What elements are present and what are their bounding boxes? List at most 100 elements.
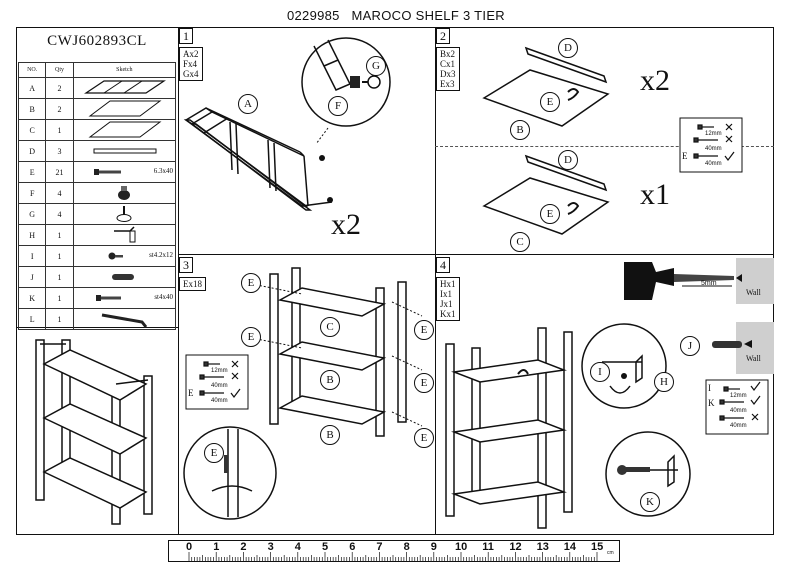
step4-label-i: I <box>590 362 610 382</box>
step3-dim-12: 12mm <box>211 368 228 374</box>
step3-hint-label: E <box>188 388 194 398</box>
step2-label-d-bottom: D <box>558 150 578 170</box>
step3-shelf-drawing <box>251 267 423 437</box>
ruler-ticks <box>188 552 598 561</box>
step4-screw-callout <box>605 431 691 517</box>
step4-part: Kx1 <box>440 309 456 319</box>
step3-label-b2: B <box>320 425 340 445</box>
step3-label-e3: E <box>414 320 434 340</box>
ruler-number: 8 <box>403 541 410 553</box>
step1-label-g: G <box>366 56 386 76</box>
divider-left <box>178 27 179 535</box>
step4-label-k: K <box>640 492 660 512</box>
divider-horizontal <box>178 254 774 255</box>
part-qty: 2 <box>45 77 74 99</box>
leveler-icon <box>116 206 132 222</box>
step4-label-h: H <box>654 372 674 392</box>
step3-label-e4: E <box>414 373 434 393</box>
long-screw-icon <box>95 295 121 301</box>
ruler-number: 9 <box>430 541 437 553</box>
step1-label-f: F <box>328 96 348 116</box>
step3-number: 3 <box>179 257 193 273</box>
wall-plug-insert <box>712 340 752 348</box>
part-qty: 2 <box>45 98 74 120</box>
ruler-number: 6 <box>349 541 356 553</box>
step4-label-j: J <box>680 336 700 356</box>
part-sketch <box>72 266 177 288</box>
step4-bracket-callout <box>581 323 667 409</box>
document-title: 0229985 MAROCO SHELF 3 TIER <box>286 8 505 23</box>
screw-icon <box>93 169 121 175</box>
assembled-shelf-preview <box>35 339 153 525</box>
step3-dim-40b: 40mm <box>211 398 228 404</box>
part-no: G <box>17 203 47 225</box>
step4-screw-hint <box>705 379 769 435</box>
step2-label-b: B <box>510 120 530 140</box>
ruler-number: 3 <box>267 541 274 553</box>
step3-label-e1: E <box>241 273 261 293</box>
part-no: I <box>17 245 47 267</box>
divider-middle <box>435 27 436 535</box>
part-sketch <box>72 77 177 99</box>
part-no: K <box>17 287 47 309</box>
part-sketch <box>72 140 177 162</box>
ruler-number: 4 <box>294 541 301 553</box>
part-qty: 21 <box>45 161 74 183</box>
sketch-shelf-c <box>88 121 162 138</box>
step4-part: Ix1 <box>440 289 452 299</box>
step1-parts: Ax2 Fx4 Gx4 <box>179 47 203 81</box>
ruler-number: 7 <box>376 541 383 553</box>
step1-detail-callout <box>301 37 391 145</box>
part-no: B <box>17 98 47 120</box>
step2-part: Dx3 <box>440 69 456 79</box>
step2-parts: Bx2 Cx1 Dx3 Ex3 <box>436 47 460 91</box>
step2-number: 2 <box>436 28 450 44</box>
measurement-ruler <box>168 540 620 562</box>
ruler-unit: cm <box>607 550 614 556</box>
part-qty: 1 <box>45 224 74 246</box>
part-qty: 1 <box>45 308 74 330</box>
step2-dim-12: 12mm <box>705 131 722 137</box>
step4-number: 4 <box>436 257 450 273</box>
model-code: CWJ602893CL <box>47 33 147 49</box>
bracket-icon <box>113 226 136 243</box>
step4-hint-label-k: K <box>708 398 715 408</box>
wall-plug-icon <box>111 274 134 280</box>
part-no: H <box>17 224 47 246</box>
part-no: L <box>17 308 47 330</box>
step1-frame-drawing <box>183 107 333 211</box>
part-sketch <box>72 119 177 141</box>
part-sketch <box>72 98 177 120</box>
step2-part: Bx2 <box>440 49 456 59</box>
step3-label-e5: E <box>414 428 434 448</box>
part-no: F <box>17 182 47 204</box>
step1-part: Fx4 <box>183 59 198 69</box>
part-qty: 3 <box>45 140 74 162</box>
step4-dim-40a: 40mm <box>730 408 747 414</box>
step2-label-e-top: E <box>540 92 560 112</box>
step1-part: Gx4 <box>183 69 199 79</box>
step3-detail-label-e: E <box>204 443 224 463</box>
step1-multiplier: x2 <box>331 208 361 241</box>
wall-middle <box>736 322 774 374</box>
step2-part: Cx1 <box>440 59 456 69</box>
drill-icon <box>624 262 742 300</box>
step2-part: Ex3 <box>440 79 455 89</box>
wall-top <box>736 258 774 304</box>
ruler-number: 13 <box>536 541 549 553</box>
ruler-number: 11 <box>482 541 494 553</box>
step4-parts: Hx1 Ix1 Jx1 Kx1 <box>436 277 460 321</box>
foot-cap-icon <box>117 186 130 200</box>
step2-label-c: C <box>510 232 530 252</box>
ruler-number: 5 <box>322 541 329 553</box>
part-size: st4.2x12 <box>149 251 173 259</box>
step2-multiplier-top: x2 <box>640 64 670 97</box>
part-sketch <box>72 308 177 330</box>
step4-dim-12: 12mm <box>730 393 747 399</box>
